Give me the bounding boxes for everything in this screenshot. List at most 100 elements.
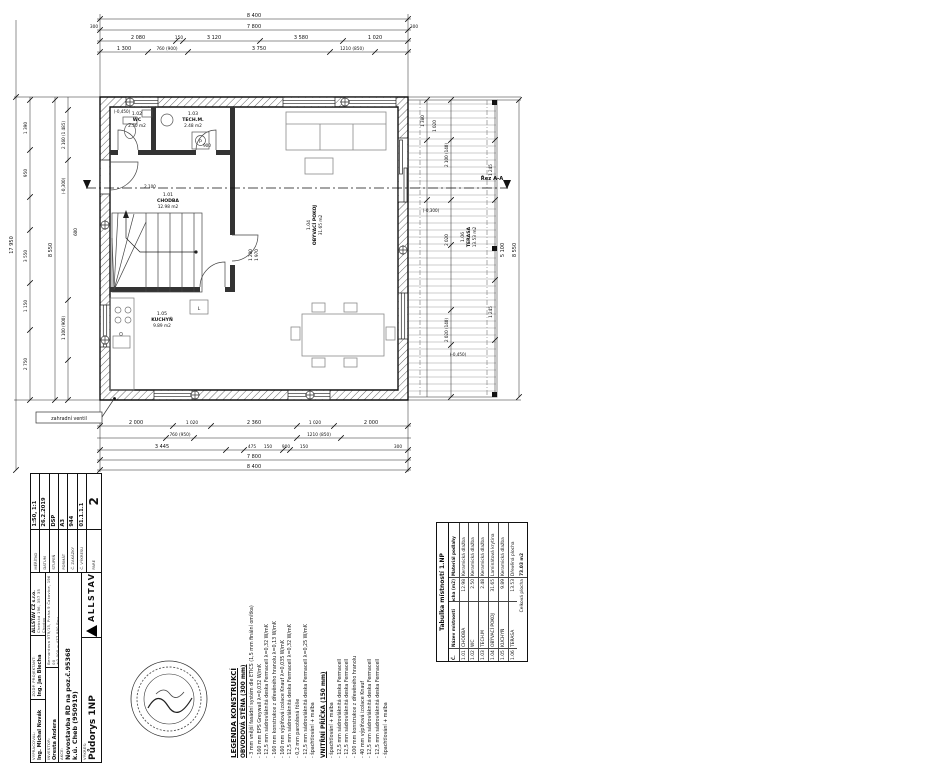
dimension-label: 8 400 [247, 464, 261, 470]
room-area: 2.48 m2 [184, 123, 202, 129]
dimension-label: 7 800 [247, 24, 261, 30]
legend-item: - špachtlování + malba [330, 702, 336, 758]
legend-section-heading-exterior: OBVODOVÁ STĚNA (300 mm) [241, 664, 247, 758]
room-area: 2.50 m2 [128, 123, 146, 129]
room-table-row: 1.04 OBÝVACÍ POKOJ 31.65 Laminátová kryt… [489, 523, 499, 661]
dimension-label: 1 200 [248, 249, 253, 261]
dimension-label: 2 750 [23, 358, 29, 371]
dimension-label: 1 150 [23, 300, 29, 313]
room-table-row: 1.06 TERASA 13.53 Dřevěná plocha [508, 523, 518, 661]
project-title-line2: k.ú. Cheb (950919) [71, 691, 80, 760]
room-table-body: 1.01 CHODBA 12.98 Keramická dlažba 1.02 … [459, 523, 518, 661]
allstav-logo-text: ALLSTAV [87, 572, 97, 622]
legend-item: - 160 mm konstrukce z dřevěného hranolu … [273, 621, 279, 758]
legend-interior-items: - špachtlování + malba - 12,5 mm sádrovlá… [329, 520, 390, 758]
dimension-label: 2 160 (1 485) [61, 121, 66, 149]
dimension-label: 1210 (850) [307, 432, 331, 438]
section-line [83, 180, 511, 189]
legend-exterior-items: - 3 mm vnější fasádní systém dle ETICS (… [249, 520, 318, 758]
room-name: TERASA [466, 226, 472, 247]
dimension-label: 3 550 [23, 250, 29, 263]
dimension-label: 1 020 [432, 120, 437, 132]
dimension-label: 2 360 [247, 420, 261, 426]
cell-room-floor: Keramická dlažba [500, 537, 506, 576]
dimension-label: 2 000 [364, 420, 378, 426]
room-area: 12.98 m2 [158, 204, 179, 210]
windows [100, 97, 408, 400]
legend-title: LEGENDA KONSTRUKCÍ [230, 668, 238, 758]
cell-room-floor: Keramická dlažba [461, 537, 467, 576]
dimension-label: 900 [282, 444, 290, 450]
dimension-label: 150 [264, 444, 272, 450]
room-table-row: 1.01 CHODBA 12.98 Keramická dlažba [459, 523, 470, 661]
dimension-label: 150 [175, 35, 183, 41]
scale-value: 1:50, 1:1 [32, 500, 39, 527]
living-room-furniture [285, 111, 396, 368]
legend-item: - 160 mm výplňová izolace Knauf λ=0,035 … [280, 640, 286, 758]
dimension-label: 300 [90, 24, 98, 30]
company-address: Chebská 196, 357 35 Chodov [36, 588, 45, 634]
legend-item: - 100 mm konstrukce z dřevěného hranolu [353, 655, 359, 758]
legend-section-heading-interior: VNITŘNÍ PŘÍČKA (150 mm) [321, 671, 328, 758]
dimension-label: 600 [73, 228, 78, 236]
kitchen-island-label: L [198, 306, 201, 312]
pare-label: PARE [86, 528, 101, 572]
stage-label: STUPEŇ [49, 528, 58, 572]
room-table-title: Tabulka místností 1.NP [437, 523, 449, 661]
title-block: VYPRACOVAL: Ing. Michal Novák ZODP. PROJ… [30, 473, 102, 763]
legend-item: - 160 mm EPS Greywall λ=0,032 W/mK [257, 663, 263, 758]
dimension-label: 1 970 [254, 249, 259, 261]
cell-room-area: 13.53 [508, 577, 518, 601]
cell-room-area: 31.65 [489, 577, 498, 601]
total-value: 73.03 m2 [519, 552, 525, 576]
cell-room-id: 1.05 [498, 648, 508, 661]
room-table: Tabulka místností 1.NP Č. Název místnost… [436, 522, 528, 662]
washer-label: P [199, 139, 202, 145]
dimension-label: 3 120 [207, 35, 221, 41]
authorization-stamp [130, 660, 208, 738]
cell-room-name: WC [469, 601, 479, 648]
dimension-ticks [12, 15, 523, 474]
dimension-label: 5 100 [500, 243, 506, 257]
format-label: FORMÁT [58, 528, 68, 572]
cell-room-area: 2.48 [479, 577, 489, 601]
kitchen-furniture [109, 297, 209, 391]
col-header-id: Č. [449, 648, 459, 661]
legend-item: - 12,5 mm sádrovláknitá deska Fermacell [376, 658, 382, 758]
room-id: 1.03 [188, 111, 198, 117]
dimension-label: 1 300 [117, 46, 131, 52]
legend-item: - 12,5 mm sádrovláknitá deska Fermacell … [265, 624, 271, 758]
col-header-floor: Materiál podlahy [451, 536, 457, 576]
dimension-label: 950 [23, 169, 29, 177]
level-mark: (-0,450) [450, 352, 467, 357]
legend-item: - 12,5 mm sádrovláknitá deska Fermacell [345, 658, 351, 758]
total-label: Celková plocha [517, 577, 527, 661]
dimension-label: 1 020 [186, 420, 199, 426]
investor-value: Oresta Andera [51, 719, 58, 760]
dimension-label: 3 445 [155, 444, 169, 450]
room-table-row: 1.02 WC 2.50 Keramická dlažba [469, 523, 480, 661]
dimension-label: 2 020 (140) [444, 318, 449, 342]
cell-room-id: 1.03 [479, 648, 489, 661]
garden-valve-label: zahradní ventil [51, 415, 87, 422]
door-swings [109, 129, 259, 288]
terrace-posts [492, 100, 497, 397]
vypracoval-value: Ing. Michal Novák [36, 709, 43, 760]
zodp-projektant-value: Ing. Jan Blecha [36, 654, 43, 697]
dimension-lines [14, 14, 521, 472]
col-header-name: Název místnosti [449, 601, 459, 648]
staircase [111, 210, 203, 293]
dimension-label: 1 245 [488, 306, 493, 318]
roof-overhang-lines [419, 100, 488, 397]
room-area: 31.65 m2 [318, 214, 324, 235]
legend-block: LEGENDA KONSTRUKCÍ OBVODOVÁ STĚNA (300 m… [228, 516, 433, 762]
dimension-label: 1 245 [488, 164, 493, 176]
dimension-label: 1 020 [368, 35, 382, 41]
room-id: 1.02 [132, 111, 142, 117]
dimension-label: 2 080 [131, 35, 145, 41]
cell-room-floor: Dřevěná plocha [510, 541, 516, 576]
garden-valve-callout [35, 397, 116, 424]
dimension-label: 2 100 (140) [444, 143, 449, 167]
